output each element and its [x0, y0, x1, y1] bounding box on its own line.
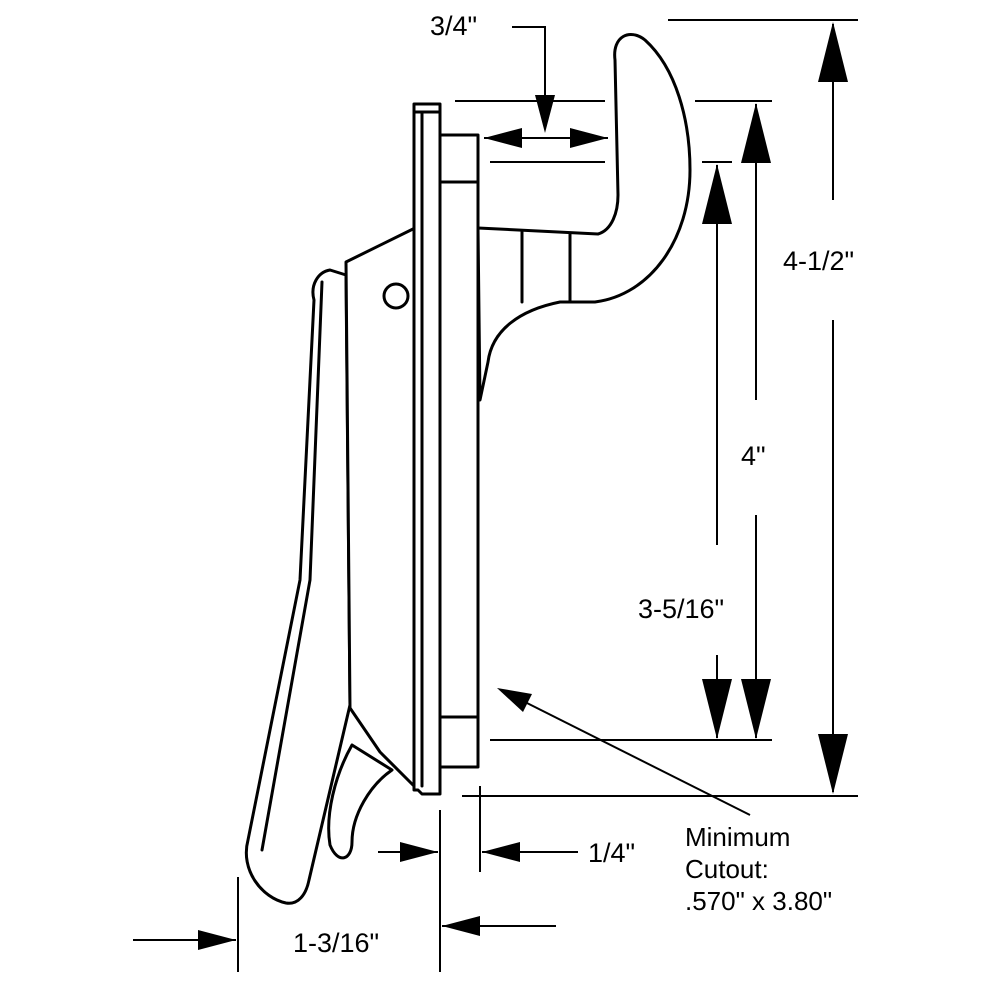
arrow-hook-gap-right [570, 128, 608, 148]
label-handle-depth: 1-3/16" [293, 928, 379, 958]
dimension-lines [133, 19, 858, 972]
arrow-overall-down [818, 734, 848, 794]
arrow-overall-up [818, 22, 848, 82]
label-hook-gap: 3/4" [430, 11, 477, 41]
arrow-body-up [741, 103, 771, 163]
latch-part [244, 33, 692, 905]
handle-lever-edge [260, 280, 324, 852]
label-flange-thickness: 1/4" [588, 838, 635, 868]
base-plate [438, 133, 480, 769]
arrow-body-down [741, 679, 771, 739]
handle-lever [244, 268, 352, 905]
arrow-flange-left [482, 842, 520, 862]
mounting-flange [412, 102, 442, 796]
cutout-note-line1: Minimum [685, 822, 790, 852]
hook-arm [476, 33, 692, 402]
leader-cutout [514, 696, 751, 816]
label-hook-to-bottom: 3-5/16" [638, 594, 724, 624]
arrow-hook-bottom-up [702, 164, 732, 224]
arrow-hook-gap-left [484, 128, 522, 148]
arrow-flange-right [400, 842, 438, 862]
arrow-cutout [497, 688, 532, 712]
label-overall-height: 4-1/2" [783, 246, 854, 276]
cutout-note-line3: .570" x 3.80" [685, 886, 832, 916]
arrow-hook-bottom-down [702, 679, 732, 739]
arrow-hook-gap-down [535, 95, 555, 133]
arrow-handle-left [442, 916, 480, 936]
pivot-hole [382, 282, 410, 310]
label-body-height: 4" [741, 441, 766, 471]
trigger-tab [327, 743, 394, 860]
dimension-labels: 3/4" 4-1/2" 4" 3-5/16" 1/4" 1-3/16" Mini… [293, 11, 854, 958]
leader-hook-gap [512, 26, 546, 100]
cutout-note-line2: Cutout: [685, 854, 769, 884]
arrow-handle-right [198, 930, 236, 950]
